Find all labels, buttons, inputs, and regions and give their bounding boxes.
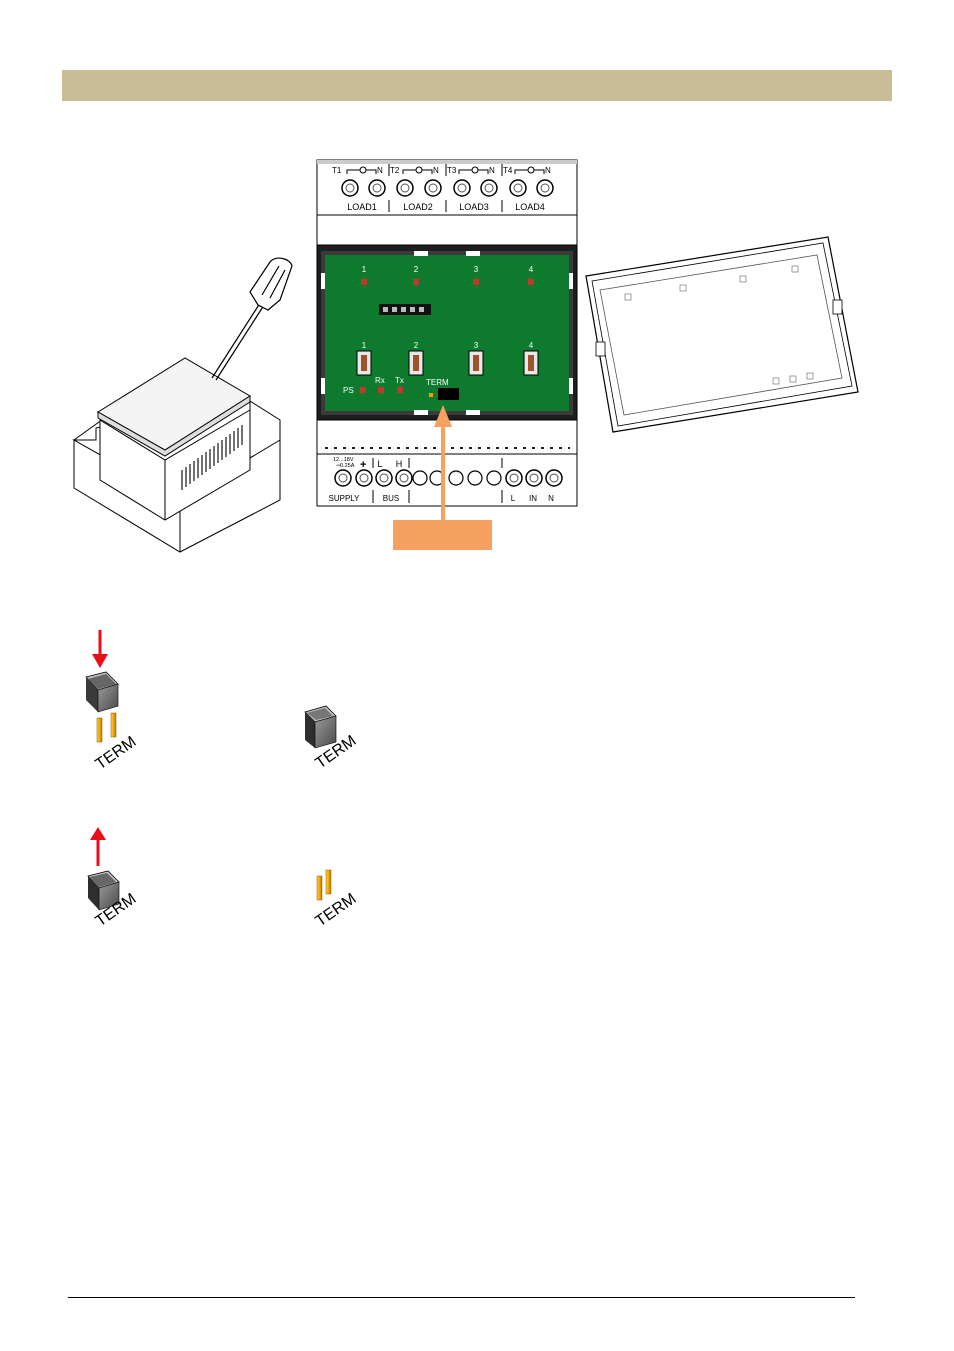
bottom-terminal-cores: [338, 473, 559, 483]
led-number: 3: [474, 265, 479, 274]
tx-led-icon: [397, 387, 403, 393]
in-label: IN: [529, 494, 537, 503]
channel-buttons: [356, 350, 539, 376]
term-led-icon: [429, 393, 433, 397]
status-led-labels: PS Rx Tx TERM: [343, 376, 449, 395]
bus-l-label: L: [377, 459, 382, 469]
l-label: L: [511, 494, 516, 503]
rx-label: Rx: [375, 376, 385, 385]
jumper-removed-state: TERM: [313, 869, 359, 930]
jumper-inserted-state: TERM: [304, 705, 359, 772]
housing-sketch: [72, 357, 281, 553]
arrow-down-icon: [92, 654, 108, 668]
term-jumper-socket[interactable]: [438, 388, 459, 400]
load-labels: LOAD1 LOAD2 LOAD3 LOAD4: [347, 202, 545, 212]
led-number: 4: [529, 265, 534, 274]
led-icon: [528, 279, 534, 285]
jumper-cap-icon: [85, 671, 119, 713]
frame-clips: [321, 251, 573, 415]
screwdriver-icon: [211, 257, 293, 381]
supply-voltage: 12...18V: [333, 457, 354, 463]
n-label: N: [548, 494, 554, 503]
led-number: 1: [362, 265, 367, 274]
channel-leds: [361, 279, 534, 285]
lamp-symbols: [346, 166, 545, 174]
load2-label: LOAD2: [403, 202, 433, 212]
plus-symbol-icon: +: [360, 459, 366, 471]
jumper-remove-step: TERM: [87, 827, 139, 930]
status-leds: [360, 387, 403, 393]
callout-box: [393, 520, 492, 550]
terminal-label: T1: [332, 166, 342, 175]
jumper-insert-step: TERM: [85, 630, 139, 773]
terminal-label: N: [433, 166, 439, 175]
terminal-label: T2: [390, 166, 400, 175]
led-icon: [413, 279, 419, 285]
top-terminal-labels: T1 N T2 N T3 N T4 N: [332, 166, 551, 175]
bus-label: BUS: [383, 494, 399, 503]
terminal-label: T4: [503, 166, 513, 175]
jumper-pins-icon: [96, 712, 117, 743]
channel-button-2[interactable]: [408, 350, 424, 376]
section-header-bar: [62, 70, 892, 101]
jumper-cap-icon: [304, 705, 337, 749]
button-number: 1: [362, 341, 367, 350]
channel-button-3[interactable]: [468, 350, 484, 376]
terminal-label: N: [377, 166, 383, 175]
button-number: 2: [414, 341, 419, 350]
supply-current: 0.25A: [340, 463, 355, 469]
channel-button-4[interactable]: [523, 350, 539, 376]
minus-symbol-icon: −: [336, 460, 341, 470]
jumper-cap-icon: [87, 870, 120, 911]
pin-header: [379, 304, 431, 315]
terminal-label: T3: [447, 166, 457, 175]
cover-windows: [624, 265, 814, 385]
led-numbers: 1 2 3 4: [362, 265, 534, 274]
housing-ribs: [181, 425, 243, 490]
led-icon: [361, 279, 367, 285]
ps-led-icon: [360, 387, 366, 393]
ps-label: PS: [343, 386, 354, 395]
term-callout: [393, 405, 492, 550]
bottom-labels: SUPPLY BUS L IN N: [329, 494, 555, 503]
bus-h-label: H: [396, 459, 403, 469]
term-label-pcb: TERM: [426, 378, 449, 387]
supply-spec: 12...18V 0.25A: [333, 457, 355, 469]
bus-terminal-labels: L H: [377, 459, 402, 469]
unused-terminal-rings: [412, 470, 502, 486]
rx-led-icon: [378, 387, 384, 393]
top-terminal-dividers: [388, 164, 503, 212]
load1-label: LOAD1: [347, 202, 377, 212]
footer-rule: [68, 1297, 855, 1298]
tx-label: Tx: [395, 376, 404, 385]
button-number: 4: [529, 341, 534, 350]
front-cover: [585, 236, 859, 433]
device-module: T1 N T2 N T3 N T4 N LOAD1 LOAD2 LOAD3 LO…: [316, 159, 578, 507]
led-number: 2: [414, 265, 419, 274]
button-numbers: 1 2 3 4: [362, 341, 534, 350]
led-icon: [473, 279, 479, 285]
terminal-label: N: [545, 166, 551, 175]
top-terminal-screw-cores: [345, 183, 550, 193]
channel-button-1[interactable]: [356, 350, 372, 376]
supply-label: SUPPLY: [329, 494, 361, 503]
terminal-label: N: [489, 166, 495, 175]
load3-label: LOAD3: [459, 202, 489, 212]
load4-label: LOAD4: [515, 202, 545, 212]
jumper-pins-icon: [316, 869, 332, 901]
arrow-up-icon: [90, 827, 106, 840]
button-number: 3: [474, 341, 479, 350]
